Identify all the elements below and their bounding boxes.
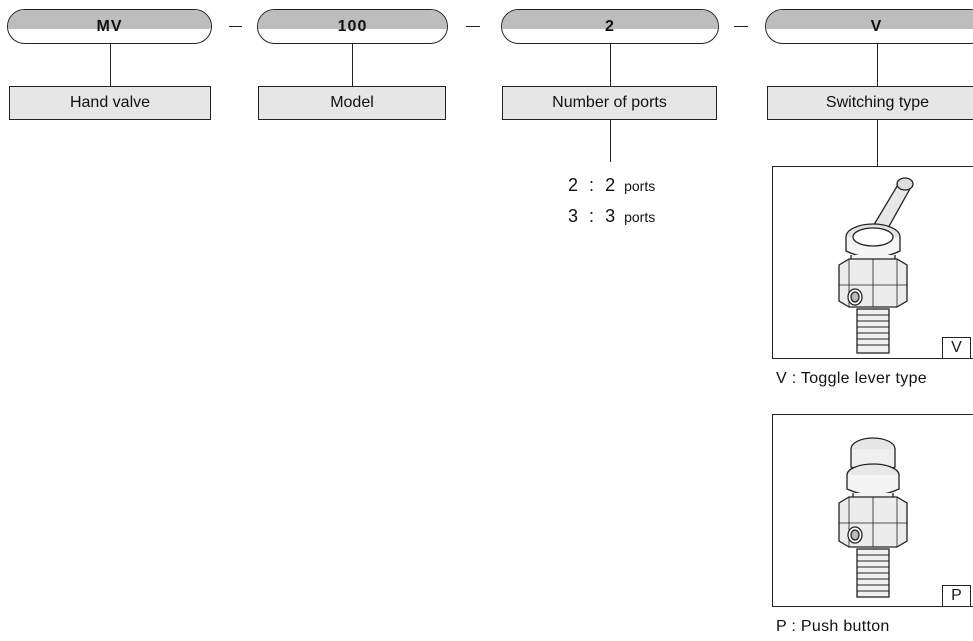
label-number-of-ports: Number of ports — [502, 86, 717, 120]
push-button-valve-icon — [838, 437, 908, 598]
separator-dash — [229, 26, 242, 28]
switch-tag-p: P — [942, 585, 971, 606]
separator-dash — [466, 26, 480, 28]
label-hand-valve: Hand valve — [9, 86, 211, 120]
code-switching: V — [870, 18, 883, 35]
code-pill-model: 100 — [257, 9, 448, 44]
connector-line — [877, 120, 879, 166]
toggle-lever-photo: V — [772, 166, 973, 359]
toggle-lever-valve-icon — [838, 177, 914, 354]
caption-push-button: P : Push button — [776, 618, 890, 635]
connector-line — [110, 44, 112, 86]
code-pill-switching: V — [765, 9, 973, 44]
separator-dash — [734, 26, 748, 28]
connector-line — [877, 44, 879, 86]
connector-line — [610, 120, 612, 162]
label-switching-type: Switching type — [767, 86, 973, 120]
caption-toggle-lever: V : Toggle lever type — [776, 370, 927, 387]
code-pill-mv: MV — [7, 9, 212, 44]
port-option: 2 : 2 ports — [568, 175, 656, 195]
code-model: 100 — [337, 18, 368, 35]
code-pill-ports: 2 — [501, 9, 719, 44]
switch-tag-v: V — [942, 337, 971, 358]
connector-line — [610, 44, 612, 86]
code-mv: MV — [96, 18, 123, 35]
code-ports: 2 — [605, 18, 615, 35]
connector-line — [352, 44, 354, 86]
push-button-photo: P — [772, 414, 973, 607]
port-option: 3 : 3 ports — [568, 206, 656, 226]
label-model: Model — [258, 86, 446, 120]
